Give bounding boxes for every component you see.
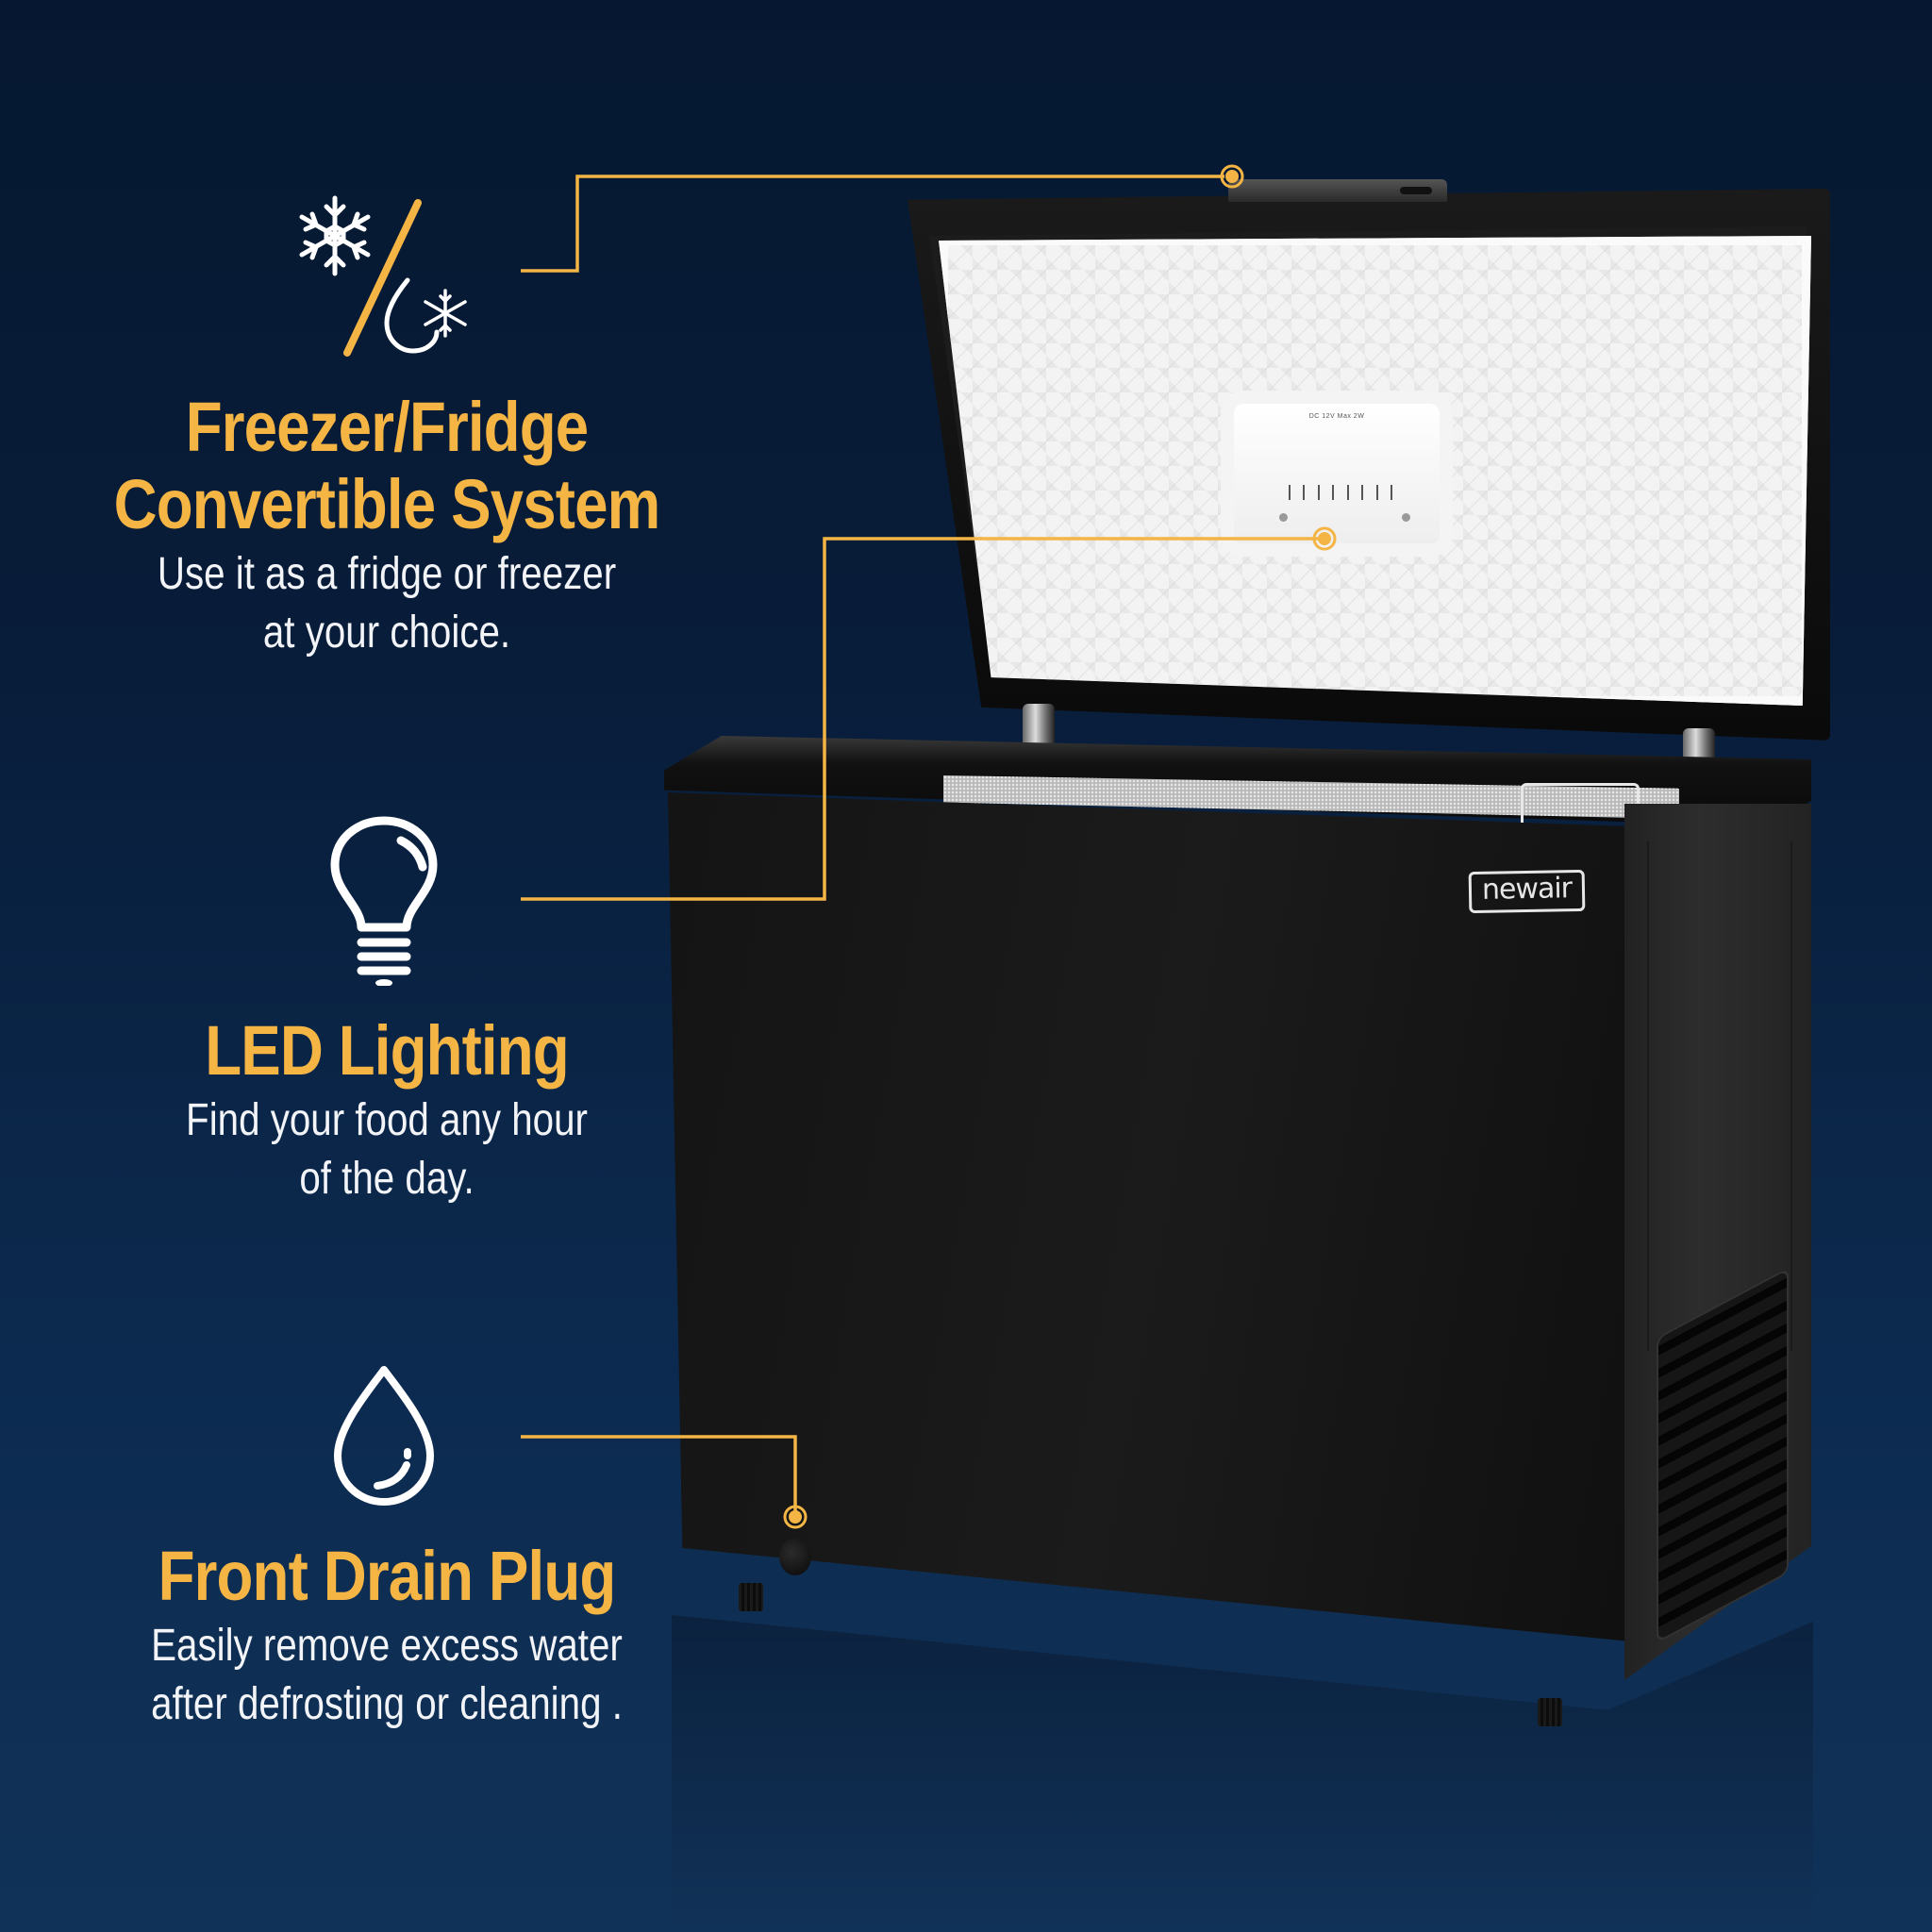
led-light-panel: DC 12V Max 2W	[1234, 404, 1440, 543]
feature-title: LED Lighting	[205, 1011, 569, 1090]
feature-description: at your choice.	[262, 608, 511, 658]
feature-led-lighting: LED Lighting Find your food any hour of …	[57, 1012, 717, 1207]
lock-slot	[1400, 187, 1432, 194]
brand-logo: newair	[1468, 869, 1586, 914]
feature-description: after defrosting or cleaning .	[151, 1679, 623, 1729]
feature-description: Easily remove excess water	[151, 1621, 623, 1671]
feature-description: Use it as a fridge or freezer	[157, 549, 617, 599]
side-panel	[1647, 841, 1792, 1351]
screw-icon	[1402, 513, 1410, 522]
feature-description: of the day.	[299, 1154, 475, 1204]
feature-title: Freezer/Fridge	[185, 388, 589, 466]
screw-icon	[1279, 513, 1288, 522]
feature-description: Find your food any hour	[186, 1095, 588, 1145]
wire-basket	[1521, 783, 1640, 824]
cabinet-front	[668, 792, 1630, 1641]
feature-title: Front Drain Plug	[158, 1537, 617, 1615]
light-vent-slots	[1289, 485, 1392, 504]
leveling-foot	[1538, 1698, 1562, 1726]
drain-plug	[779, 1538, 811, 1575]
feature-title: Convertible System	[113, 465, 661, 543]
light-bulb-icon	[330, 816, 438, 986]
leveling-foot	[739, 1583, 763, 1611]
feature-convertible-system: Freezer/Fridge Convertible System Use it…	[57, 389, 717, 660]
snowflake-slash-droplet-icon	[299, 195, 467, 357]
feature-front-drain-plug: Front Drain Plug Easily remove excess wa…	[57, 1538, 717, 1732]
water-drop-icon	[334, 1366, 434, 1506]
lid-handle	[1228, 179, 1447, 202]
light-label: DC 12V Max 2W	[1308, 413, 1365, 420]
